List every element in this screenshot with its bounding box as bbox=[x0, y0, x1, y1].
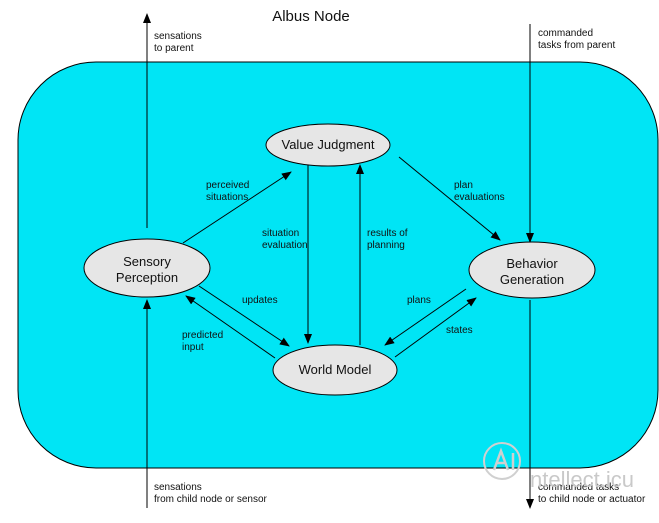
results-of-planning-label: results of planning bbox=[367, 228, 408, 251]
world-model-node bbox=[272, 344, 398, 396]
ai-logo-icon bbox=[483, 442, 521, 480]
perceived-situations-arrow bbox=[182, 171, 292, 244]
states-arrow bbox=[394, 297, 477, 358]
predicted-input-arrow bbox=[185, 295, 276, 359]
plans-label: plans bbox=[407, 295, 431, 306]
behavior-generation-label: Behavior Generation bbox=[499, 256, 565, 287]
perceived-situations-label: perceived situations bbox=[206, 180, 250, 203]
sensory-perception-label: Sensory Perception bbox=[115, 254, 179, 285]
value-judgment-label: Value Judgment bbox=[281, 137, 375, 152]
albus-node-container bbox=[17, 61, 659, 469]
plan-evaluations-label: plan evaluations bbox=[454, 180, 505, 203]
sensations-to-parent-label: sensations to parent bbox=[154, 31, 202, 54]
sensory-perception-node bbox=[83, 238, 211, 298]
value-judgment-node bbox=[265, 123, 391, 167]
watermark-text: ntellect.icu bbox=[530, 467, 634, 492]
updates-label: updates bbox=[242, 295, 278, 306]
commanded-to-child-label: commanded tasks to child node or actuato… bbox=[538, 482, 646, 505]
updates-arrow bbox=[198, 285, 290, 347]
situation-evaluation-label: situation evaluation bbox=[262, 228, 308, 251]
plans-arrow bbox=[384, 288, 467, 346]
sensations-from-child-label: sensations from child node or sensor bbox=[154, 482, 267, 505]
world-model-label: World Model bbox=[298, 362, 372, 377]
predicted-input-label: predicted input bbox=[182, 330, 224, 353]
states-label: states bbox=[446, 325, 473, 336]
plan-evaluations-arrow bbox=[398, 156, 501, 241]
diagram-title: Albus Node bbox=[272, 8, 350, 25]
behavior-generation-node bbox=[468, 241, 596, 299]
commanded-from-parent-label: commanded tasks from parent bbox=[538, 28, 616, 51]
